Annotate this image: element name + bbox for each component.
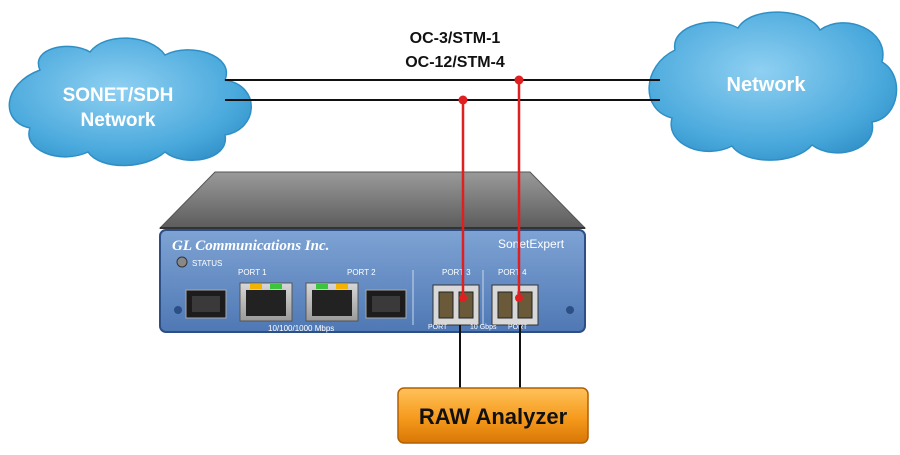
sonet-sdh-cloud: SONET/SDH Network xyxy=(8,37,252,167)
link-label-oc12: OC-12/STM-4 xyxy=(405,54,505,71)
left-cloud-label-line2: Network xyxy=(81,110,156,131)
screw-icon xyxy=(566,306,574,314)
port1-label: PORT 1 xyxy=(238,268,267,277)
right-cloud-label: Network xyxy=(727,74,807,96)
tap-point-icon xyxy=(515,294,523,302)
link-label-oc3: OC-3/STM-1 xyxy=(410,30,501,47)
device-brand: GL Communications Inc. xyxy=(172,238,329,254)
tap-point-icon xyxy=(458,95,468,105)
screw-icon xyxy=(174,306,182,314)
port2-label: PORT 2 xyxy=(347,268,376,277)
tap-point-icon xyxy=(514,75,524,85)
left-cloud-label-line1: SONET/SDH xyxy=(63,85,174,106)
sfp-label-mid: 10 Gbps xyxy=(470,324,497,331)
speed-label: 10/100/1000 Mbps xyxy=(268,324,334,333)
device-model: SonetExpert xyxy=(498,237,565,251)
raw-analyzer-box: RAW Analyzer xyxy=(397,387,589,444)
sfp-label-left: PORT xyxy=(428,324,448,331)
port4-label: PORT 4 xyxy=(498,268,527,277)
raw-analyzer-label: RAW Analyzer xyxy=(419,404,568,429)
port3-label: PORT 3 xyxy=(442,268,471,277)
network-cloud: Network xyxy=(648,11,898,161)
status-led-icon xyxy=(176,256,188,268)
sonetexpert-device: GL Communications Inc. SonetExpert STATU… xyxy=(158,171,587,333)
tap-point-icon xyxy=(459,294,467,302)
tap-connections xyxy=(458,75,524,302)
status-label: STATUS xyxy=(192,259,222,268)
sfp-label-right: PORT xyxy=(508,324,528,331)
